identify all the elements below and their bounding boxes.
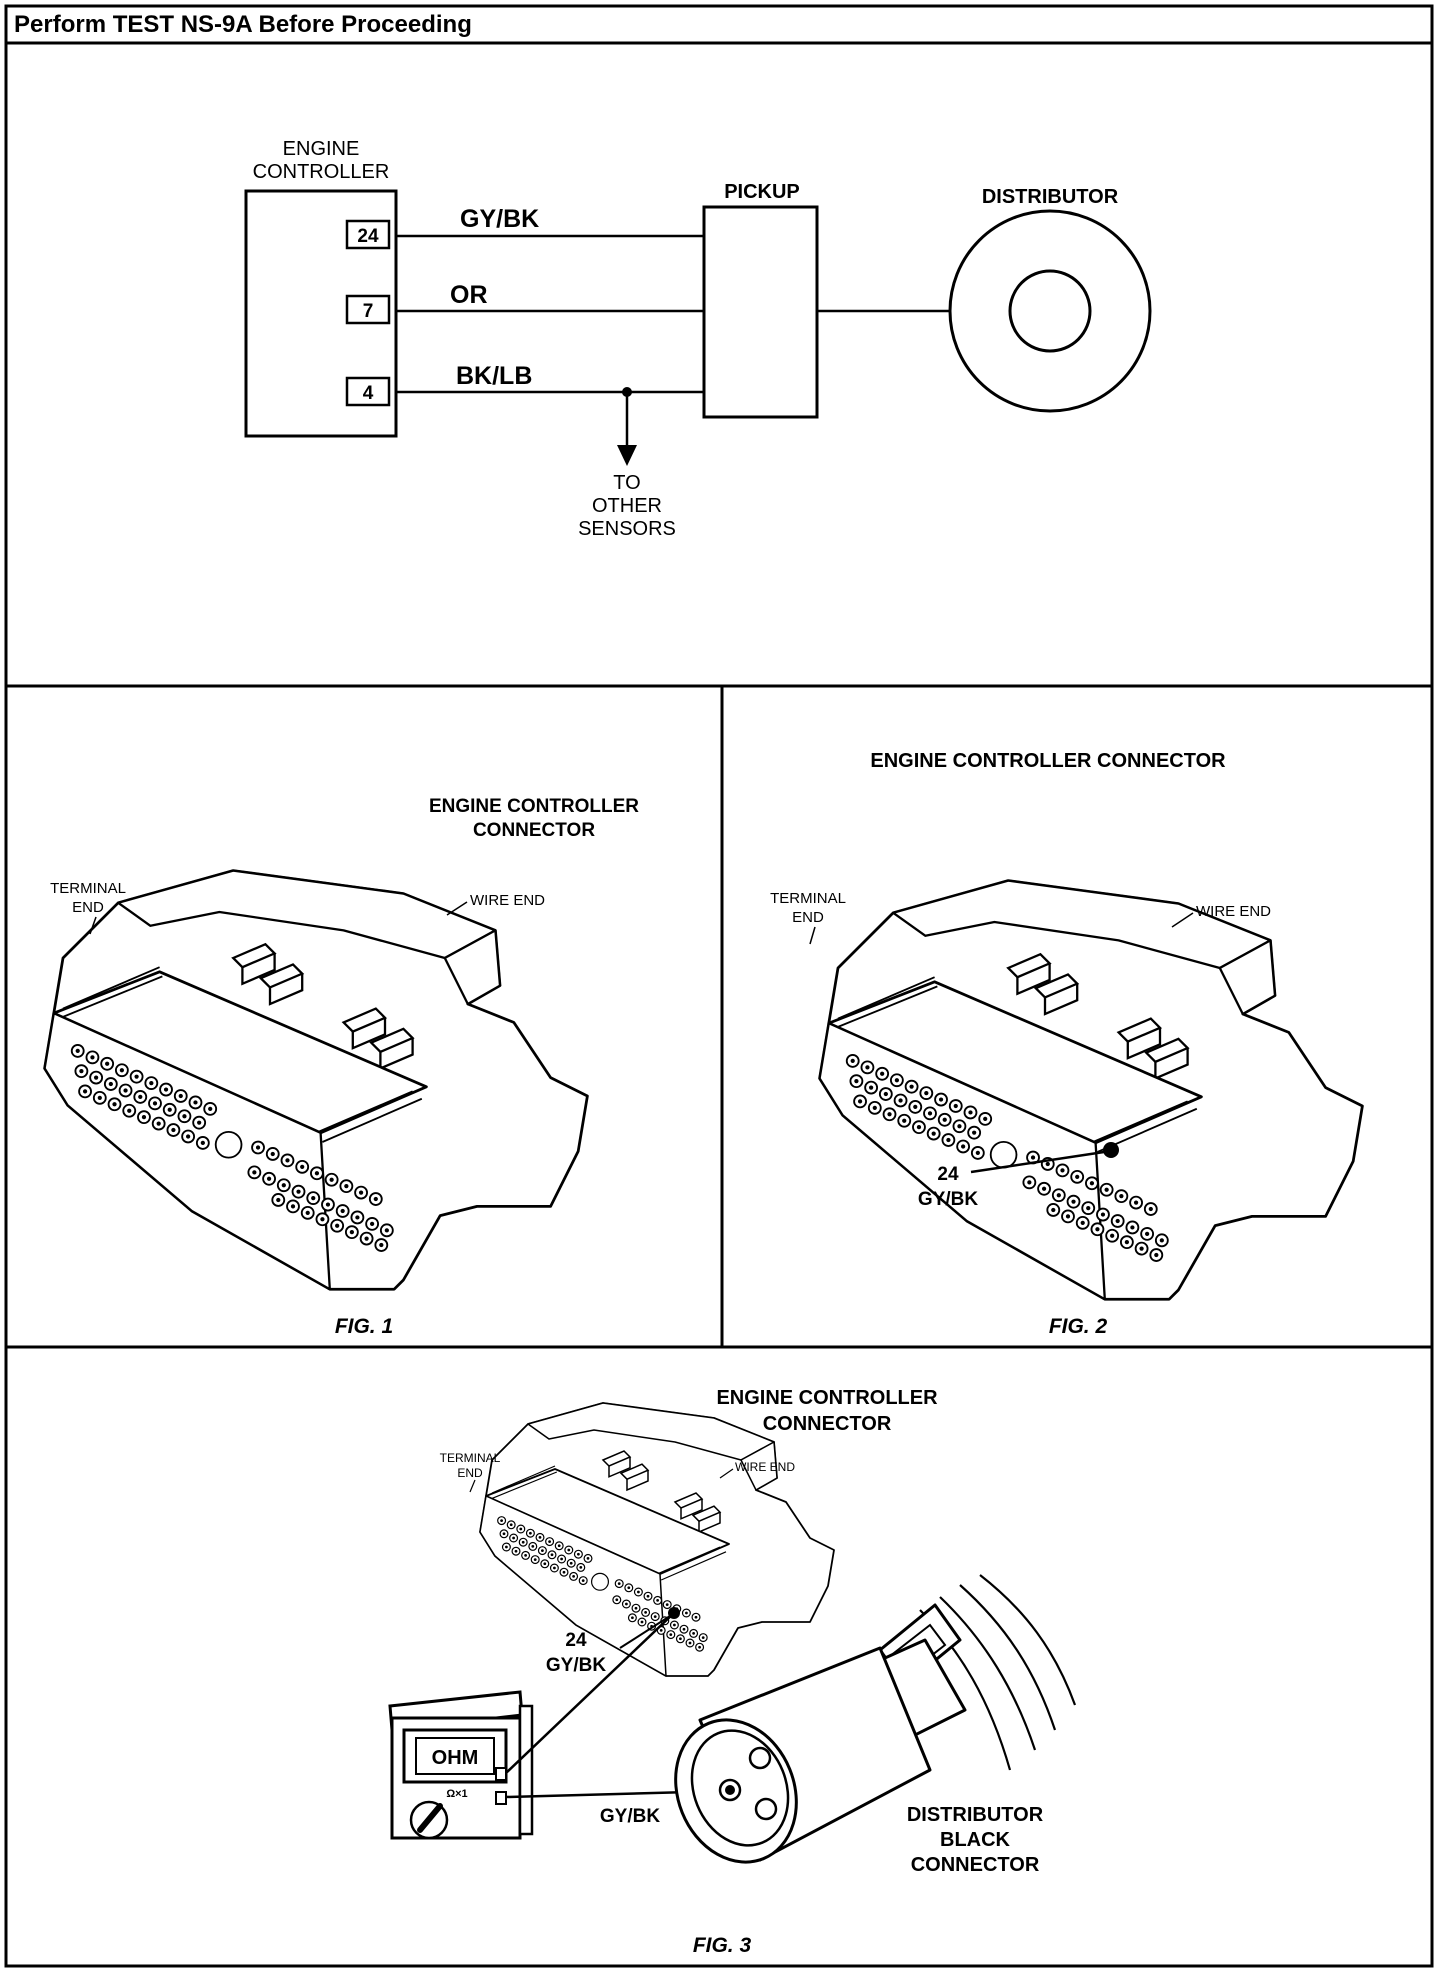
fig3-callout-pin: 24 [565,1630,587,1651]
pin-number-4: 4 [363,383,374,404]
distributor-connector-label-line2: BLACK [940,1829,1011,1851]
fig2-title: ENGINE CONTROLLER CONNECTOR [870,750,1226,772]
meter-display-text: OHM [432,1747,479,1769]
ohmmeter: OHM Ω×1 [388,1690,534,1840]
pickup-label: PICKUP [724,181,800,203]
other-sensors-line1: TO [613,472,640,494]
fig3-terminal-end-leader [469,1479,476,1493]
down-arrow-icon [617,445,637,466]
fig3-caption: FIG. 3 [693,1934,752,1957]
page-title: Perform TEST NS-9A Before Proceeding [14,11,472,38]
fig1-wire-end-label: WIRE END [470,892,545,909]
meter-range-label: Ω×1 [446,1788,467,1800]
fig2-callout-leader [970,1150,1105,1174]
distributor-black-connector [674,1574,1077,1864]
distributor-connector-label-line3: CONNECTOR [911,1854,1040,1876]
distributor-label: DISTRIBUTOR [982,186,1119,208]
fig2-callout-pin: 24 [937,1164,959,1185]
connector-cavity-bottom [754,1797,778,1821]
fig2-wire-end-label: WIRE END [1196,903,1271,920]
distributor-connector-label-line1: DISTRIBUTOR [907,1804,1044,1826]
fig2-pin-24-marker [1103,1142,1119,1158]
fig1-caption: FIG. 1 [335,1315,393,1338]
controller-label-line1: ENGINE [283,138,360,160]
fig2-terminal-end-line1: TERMINAL [770,890,846,907]
fig2-wire-end-leader [1171,912,1194,928]
fig1-terminal-end-line1: TERMINAL [50,880,126,897]
fig3-callout-leader [619,1615,671,1649]
fig3-terminal-end-line2: END [457,1466,483,1480]
connector-cavity-top [748,1746,772,1770]
meter-display-screen [415,1737,495,1775]
fig1-title-line2: CONNECTOR [473,820,595,841]
fig2-terminal-end-leader [809,926,816,945]
fig3-terminal-end-line1: TERMINAL [440,1451,501,1465]
meter-jack-top [495,1767,507,1781]
pin-box-7 [345,294,391,325]
fig1-terminal-end-leader [89,916,97,935]
fig3-wire-end-label: WIRE END [735,1460,795,1474]
lead-wire-label: GY/BK [600,1806,660,1827]
fig1-wire-end-leader [446,901,468,916]
pin-box-24 [345,219,391,250]
figure-3: ENGINE CONTROLLER CONNECTOR TERMINAL END… [388,1387,1077,1957]
probe-lead-to-controller [505,1612,675,1774]
fig1-title-line1: ENGINE CONTROLLER [429,796,639,817]
fig2-callout-wire: GY/BK [918,1189,978,1210]
wiring-schematic: ENGINE CONTROLLER 24 7 4 GY/BK OR BK/LB … [244,138,1152,540]
other-sensors-line2: OTHER [592,495,662,517]
figure-2: ENGINE CONTROLLER CONNECTOR TERMINAL END… [770,750,1362,1338]
fig1-terminal-end-line2: END [72,899,104,916]
pickup-box [702,205,819,419]
probe-tip-marker [725,1785,735,1795]
pin-number-7: 7 [363,301,374,322]
meter-selector-knob [417,1803,443,1833]
fig2-terminal-end-line2: END [792,909,824,926]
fig3-title-line1: ENGINE CONTROLLER [716,1387,938,1409]
wire-label-or: OR [450,281,488,309]
pin-number-24: 24 [357,226,379,247]
fig3-wire-end-leader [719,1468,734,1479]
fig3-callout-wire: GY/BK [546,1655,606,1676]
fig2-caption: FIG. 2 [1049,1315,1108,1338]
wire-label-gy-bk: GY/BK [460,205,539,233]
distributor-inner-ring [1008,269,1092,353]
wire-label-bk-lb: BK/LB [456,362,532,390]
fig3-title-line2: CONNECTOR [763,1413,892,1435]
pin-box-4 [345,376,391,407]
other-sensors-line3: SENSORS [578,518,676,540]
controller-label-line2: CONTROLLER [253,161,390,183]
meter-jack-bottom [495,1791,507,1805]
figure-1: ENGINE CONTROLLER CONNECTOR TERMINAL END… [45,796,639,1338]
